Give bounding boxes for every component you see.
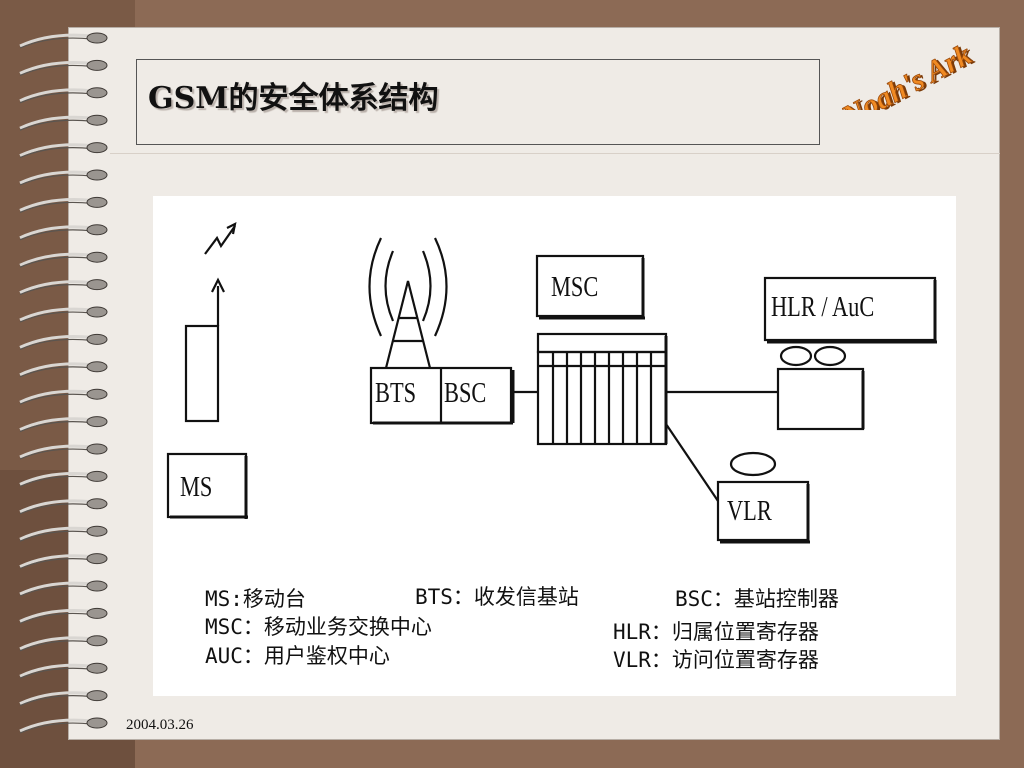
binding-coil <box>19 607 108 624</box>
bts-label: BTS <box>375 378 417 409</box>
title-box <box>136 59 820 145</box>
slide-date: 2004.03.26 <box>126 717 194 733</box>
bts-tower-icon <box>368 237 448 369</box>
binding-coil <box>19 635 108 652</box>
binding-coil <box>19 114 108 131</box>
legend-msc: MSC：移动业务交换中心 <box>205 615 432 639</box>
binding-coil <box>19 388 108 405</box>
binding-coil <box>19 470 108 487</box>
binding-coil <box>19 662 108 679</box>
noahs-ark-logo: Noah's Ark Noah's Ark <box>835 37 979 110</box>
legend-vlr: VLR：访问位置寄存器 <box>613 648 819 672</box>
bsc-label: BSC <box>444 378 487 409</box>
legend-bts: BTS：收发信基站 <box>415 585 579 609</box>
binding-coil <box>19 142 108 159</box>
gsm-architecture-diagram: MS BTS BSC MSC HLR / AuC VLR MS:移动台 BTS：… <box>153 196 956 696</box>
vlr-label: VLR <box>727 496 772 527</box>
title-divider <box>110 153 1000 154</box>
binding-coil <box>19 416 108 433</box>
hlr-database-icon <box>776 345 865 431</box>
binding-coil <box>19 224 108 241</box>
binding-coil <box>19 59 108 76</box>
svg-text:Noah's Ark: Noah's Ark <box>836 38 977 110</box>
binding-coil <box>19 717 108 734</box>
binding-coil <box>19 443 108 460</box>
msc-switch-rack <box>536 332 668 446</box>
msc-label: MSC <box>551 272 599 303</box>
legend-bsc: BSC：基站控制器 <box>675 587 839 611</box>
binding-coil <box>19 333 108 350</box>
binding-coil <box>19 279 108 296</box>
binding-coil <box>19 306 108 323</box>
binding-coil <box>19 251 108 268</box>
binding-coil <box>19 169 108 186</box>
mobile-phone-icon <box>184 222 237 423</box>
binding-coil <box>19 196 108 213</box>
legend-hlr: HLR：归属位置寄存器 <box>613 620 819 644</box>
binding-coil <box>19 361 108 378</box>
binding-coil <box>19 525 108 542</box>
legend-ms: MS:移动台 <box>205 587 306 611</box>
binding-coil <box>19 498 108 515</box>
msc-vlr-link <box>665 423 719 502</box>
slide-title: GSM的安全体系结构 <box>148 81 439 116</box>
diagram-drawing <box>166 222 937 544</box>
binding-coil <box>19 580 108 597</box>
binding-coil <box>19 32 108 49</box>
vlr-database-icon <box>716 451 810 544</box>
binding-coil <box>19 87 108 104</box>
legend-auc: AUC：用户鉴权中心 <box>205 644 390 668</box>
hlr-auc-label: HLR / AuC <box>771 292 875 323</box>
binding-coil <box>19 690 108 707</box>
binding-coil <box>19 553 108 570</box>
spiral-binding <box>19 32 108 734</box>
ms-label: MS <box>180 472 213 503</box>
